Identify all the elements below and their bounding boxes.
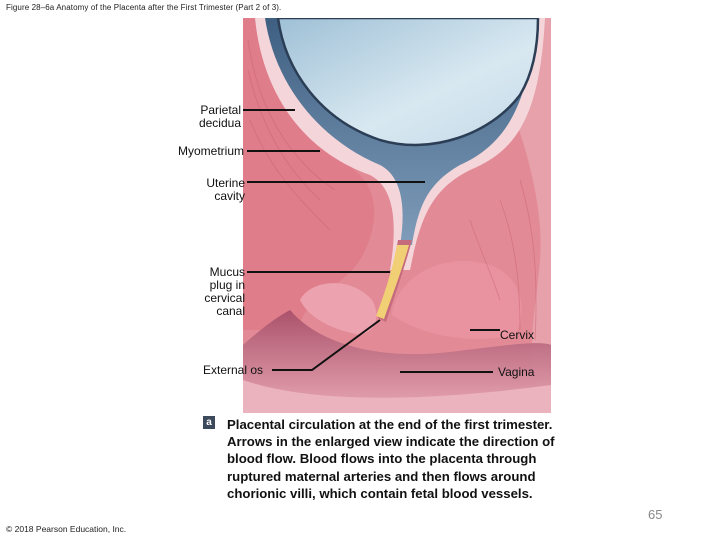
vagina-region: [243, 310, 551, 413]
outer-uterine-wall: [470, 18, 551, 413]
figure-title: Figure 28–6a Anatomy of the Placenta aft…: [6, 3, 282, 12]
label-uterine-cavity: Uterine cavity: [206, 176, 245, 203]
mucus-plug: [376, 245, 409, 319]
leader-external-os: [272, 319, 381, 371]
page-number: 65: [648, 507, 663, 522]
label-myometrium: Myometrium: [177, 144, 244, 158]
left-uterine-wall: [243, 18, 375, 330]
copyright-notice: © 2018 Pearson Education, Inc.: [6, 524, 127, 534]
cervix-left-lip: [300, 283, 377, 335]
cervix-right-lip: [392, 261, 522, 339]
label-mucus-plug: Mucus plug in cervical canal: [204, 265, 245, 318]
label-cervix: Cervix: [500, 328, 535, 342]
label-external-os: External os: [203, 363, 264, 377]
vaginal-wall-lower: [243, 380, 551, 413]
label-vagina: Vagina: [498, 365, 535, 379]
caption-part-badge: a: [203, 416, 215, 429]
figure-caption: Placental circulation at the end of the …: [227, 417, 555, 501]
label-parietal-decidua: Parietal decidua: [198, 103, 241, 130]
amniotic-sac: [276, 18, 540, 147]
